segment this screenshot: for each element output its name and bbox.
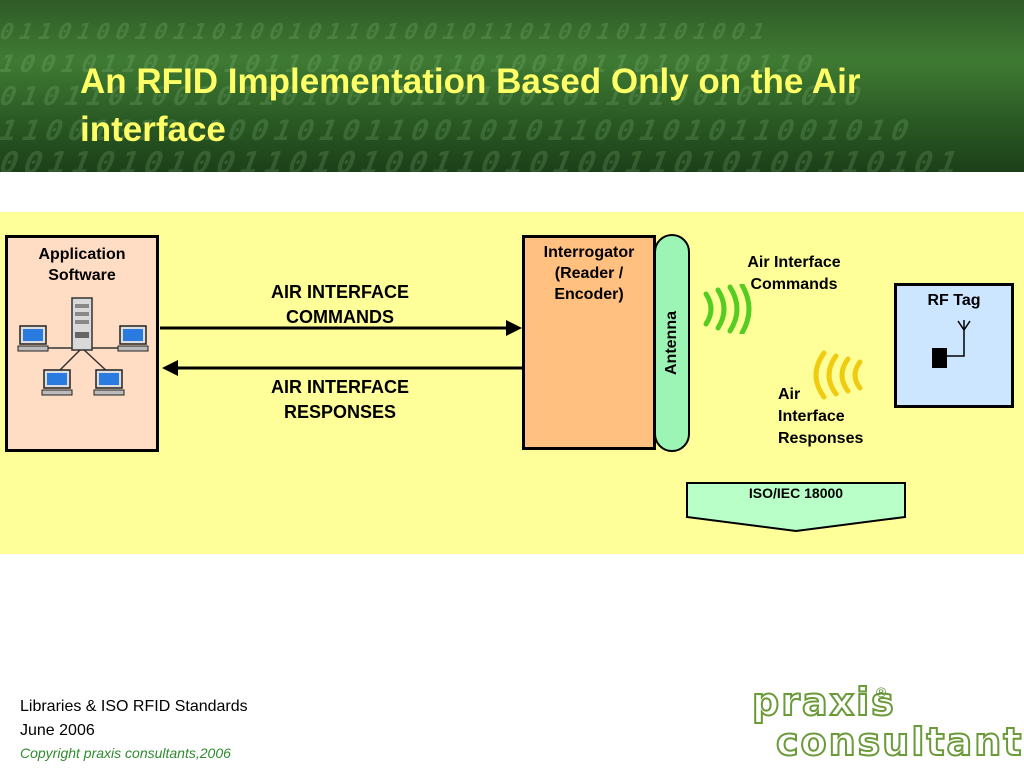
wireless-commands-line2: Commands <box>750 276 838 293</box>
computer-icon <box>117 325 149 352</box>
computer-icon <box>17 325 49 352</box>
commands-arrow-label: AIR INTERFACE COMMANDS <box>220 280 460 330</box>
wave-icon <box>703 284 752 334</box>
antenna-label: Antenna <box>663 311 680 375</box>
arrows <box>160 320 524 376</box>
computer-icon <box>41 369 73 396</box>
application-box-label-line1: Application <box>38 246 126 263</box>
slide-title: An RFID Implementation Based Only on the… <box>80 62 861 149</box>
standard-label: ISO/IEC 18000 <box>748 485 844 501</box>
interrogator-label-line1: Interrogator <box>543 244 635 261</box>
application-box-label-line2: Software <box>48 267 116 284</box>
antenna-shape <box>654 234 690 452</box>
network-icon <box>17 297 149 396</box>
interrogator-label-line2: (Reader / <box>554 265 624 282</box>
responses-arrow <box>162 360 524 376</box>
wireless-responses-line1: Air <box>778 386 801 403</box>
wireless-responses-line3: Responses <box>778 430 864 447</box>
logo-word-praxis: praxis <box>751 679 896 725</box>
rf-tag-label: RF Tag <box>927 292 981 309</box>
binary-texture: 0110100101101001011010010110100101101001 <box>0 20 775 45</box>
commands-label-line2: COMMANDS <box>286 307 394 327</box>
server-icon <box>71 297 93 351</box>
standard-banner <box>686 482 906 533</box>
copyright-text: Copyright praxis consultants,2006 <box>20 745 231 761</box>
interrogator-box: Interrogator (Reader / Encoder) <box>522 235 656 450</box>
wireless-commands-label: Air Interface Commands <box>738 252 850 296</box>
responses-label-line1: AIR INTERFACE <box>270 377 409 397</box>
footer-line2: June 2006 <box>20 722 95 739</box>
wireless-responses-line2: Interface <box>778 408 845 425</box>
commands-label-line1: AIR INTERFACE <box>270 282 409 302</box>
registered-mark: ® <box>876 684 887 700</box>
title-banner: 0110100101101001011010010110100101101001… <box>0 0 1024 172</box>
footer-line1: Libraries & ISO RFID Standards <box>20 698 248 715</box>
responses-label-line2: RESPONSES <box>283 402 397 422</box>
rf-tag-antenna-icon <box>932 320 971 368</box>
wireless-commands-line1: Air Interface <box>747 254 841 271</box>
wireless-responses-label: Air Interface Responses <box>778 384 863 450</box>
logo-word-consultants: consultants <box>775 719 1024 765</box>
responses-arrow-label: AIR INTERFACE RESPONSES <box>220 375 460 425</box>
computer-icon <box>93 369 125 396</box>
commands-arrow <box>160 320 522 336</box>
interrogator-label-line3: Encoder) <box>554 286 624 303</box>
rf-tag-box: RF Tag <box>894 283 1014 408</box>
wave-icon <box>813 350 863 400</box>
